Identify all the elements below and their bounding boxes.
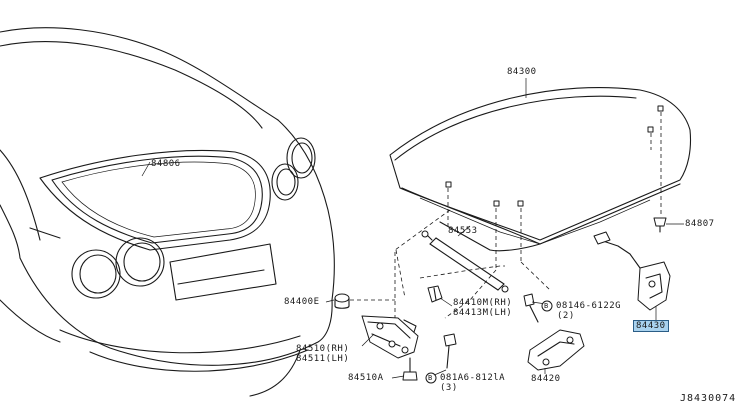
label-84511: 84511(LH): [296, 354, 350, 364]
striker-84420: [527, 329, 585, 371]
bolt-84510a: [402, 357, 418, 381]
label-84410m: 84410M(RH): [453, 298, 513, 308]
bolt-marker-081a6: B: [428, 374, 433, 382]
label-081a6: 081A6-812lA: [440, 373, 506, 383]
hinge-assembly: [361, 315, 419, 359]
label-84553: 84553: [448, 226, 478, 236]
label-84400e: 84400E: [284, 297, 320, 307]
clip-84807: [653, 217, 667, 233]
car-body: [0, 27, 335, 397]
lid-studs: [445, 105, 664, 207]
bracket-84410m: [427, 285, 443, 303]
bolt-markers: [425, 300, 553, 384]
bumper-rubber: [334, 293, 350, 309]
gas-strut: [421, 230, 509, 293]
label-08146-qty: (2): [557, 311, 575, 321]
label-84807: 84807: [685, 219, 715, 229]
bolt-081a6: [443, 333, 457, 369]
label-84806: 84806: [151, 159, 181, 169]
bolt-08146: [523, 293, 539, 323]
label-08146: 08146-6122G: [556, 301, 622, 311]
trunk-lid: [389, 86, 692, 252]
label-84510a: 84510A: [348, 373, 384, 383]
label-081a6-qty: (3): [440, 383, 458, 393]
bolt-marker-08146: B: [544, 302, 549, 310]
latch-84430: [593, 231, 671, 311]
label-84420: 84420: [531, 374, 561, 384]
diagram-id: J8430074: [680, 393, 737, 404]
label-84430-highlighted[interactable]: 84430: [633, 320, 669, 332]
label-84510: 84510(RH): [296, 344, 350, 354]
assembly-lines: [350, 112, 662, 335]
label-84300: 84300: [507, 67, 537, 77]
leader-lines: [141, 78, 684, 379]
label-84413m: 84413M(LH): [453, 308, 513, 318]
